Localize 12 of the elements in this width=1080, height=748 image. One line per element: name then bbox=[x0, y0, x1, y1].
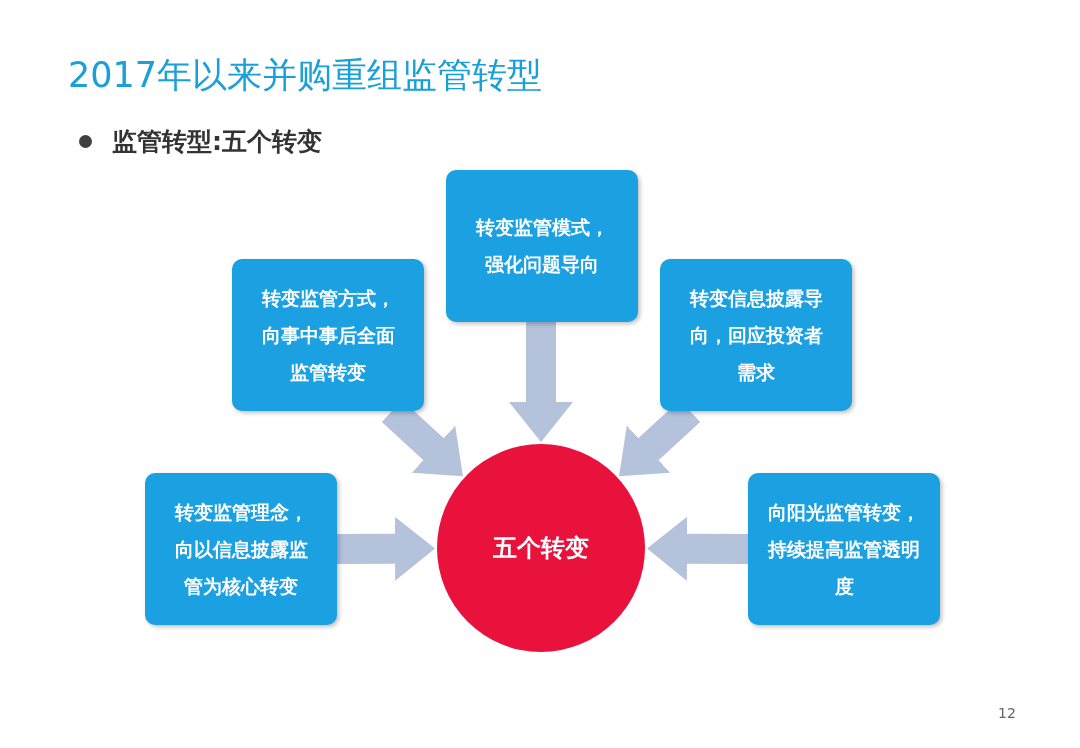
text-box: 转变信息披露导向，回应投资者需求 bbox=[660, 259, 852, 411]
text-box: 转变监管方式，向事中事后全面监管转变 bbox=[232, 259, 424, 411]
block-arrow bbox=[336, 516, 436, 581]
page-number: 12 bbox=[998, 705, 1016, 721]
text-box: 向阳光监管转变，持续提高监管透明度 bbox=[748, 473, 940, 625]
slide-title: 2017年以来并购重组监管转型 bbox=[68, 54, 543, 97]
bullet-text: 监管转型:五个转变 bbox=[112, 126, 322, 158]
block-arrow bbox=[646, 516, 749, 581]
center-circle: 五个转变 bbox=[437, 444, 645, 652]
text-box: 转变监管模式，强化问题导向 bbox=[446, 170, 638, 322]
block-arrow bbox=[509, 322, 573, 442]
text-box: 转变监管理念，向以信息披露监管为核心转变 bbox=[145, 473, 337, 625]
